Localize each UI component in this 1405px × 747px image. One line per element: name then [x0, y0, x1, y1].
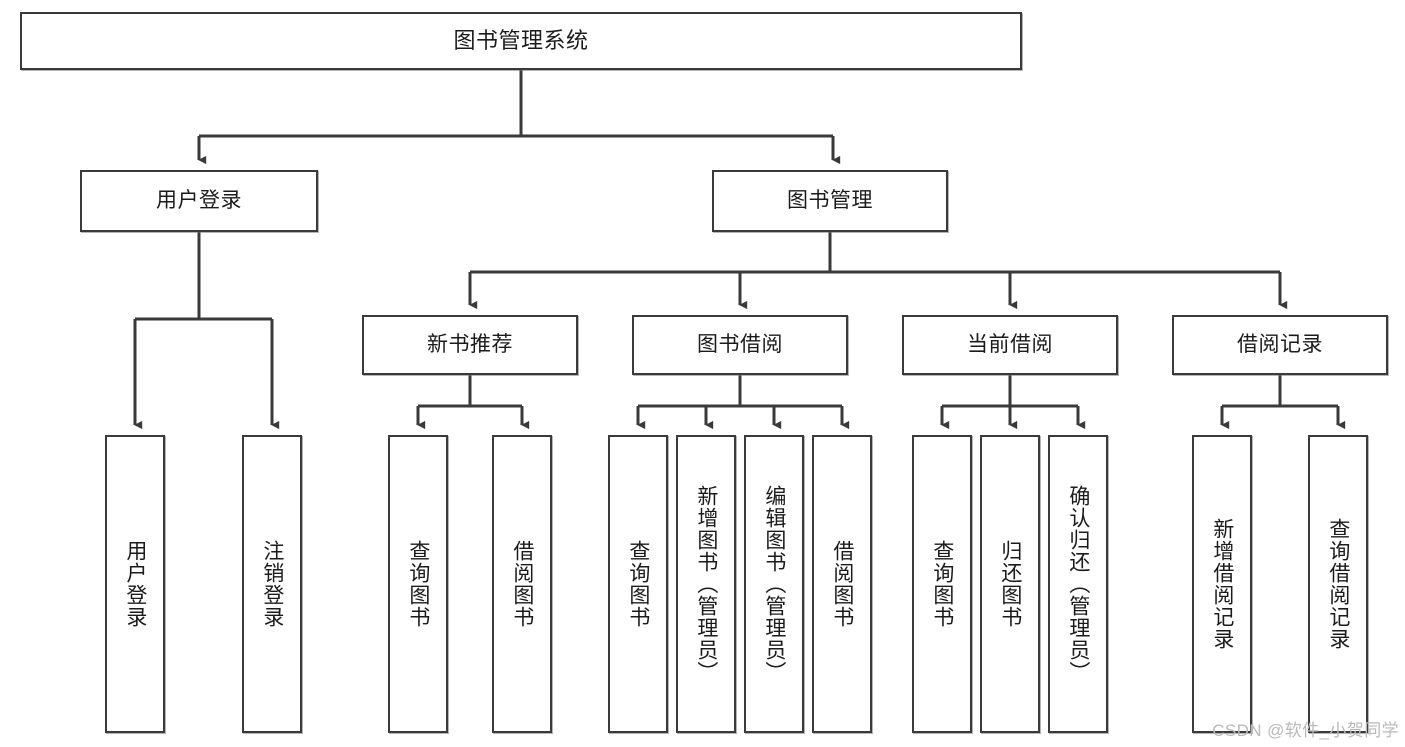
leaf-user-login-signin[interactable]: 用户登录 — [105, 435, 165, 733]
node-label: 新增图书（管理员） — [694, 485, 718, 683]
node-book-management[interactable]: 图书管理 — [712, 170, 948, 232]
node-label: 借阅图书 — [510, 540, 534, 628]
node-label: 确认归还（管理员） — [1066, 485, 1090, 683]
node-root-system[interactable]: 图书管理系统 — [20, 12, 1022, 70]
node-current-borrow[interactable]: 当前借阅 — [902, 315, 1118, 375]
node-label: 归还图书 — [998, 540, 1022, 628]
leaf-borrow-query-book[interactable]: 查询图书 — [608, 435, 668, 733]
node-label: 新增借阅记录 — [1210, 518, 1234, 650]
node-label: 查询图书 — [406, 540, 430, 628]
leaf-borrow-edit-book-admin[interactable]: 编辑图书（管理员） — [744, 435, 804, 733]
node-label: 用户登录 — [156, 189, 242, 213]
node-label: 图书管理系统 — [453, 27, 589, 53]
node-book-borrow[interactable]: 图书借阅 — [632, 315, 848, 375]
node-label: 用户登录 — [123, 540, 147, 628]
leaf-new-book-query[interactable]: 查询图书 — [388, 435, 448, 733]
leaf-record-add-record[interactable]: 新增借阅记录 — [1192, 435, 1252, 733]
leaf-current-confirm-return-admin[interactable]: 确认归还（管理员） — [1048, 435, 1108, 733]
leaf-record-query-record[interactable]: 查询借阅记录 — [1308, 435, 1368, 733]
node-label: 图书借阅 — [697, 333, 783, 357]
leaf-current-query-book[interactable]: 查询图书 — [912, 435, 972, 733]
node-user-login[interactable]: 用户登录 — [80, 170, 318, 232]
csdn-watermark: CSDN @软件_小贺同学 — [1212, 721, 1399, 740]
node-label: 借阅图书 — [830, 540, 854, 628]
node-borrow-record[interactable]: 借阅记录 — [1172, 315, 1388, 375]
node-label: 借阅记录 — [1237, 333, 1323, 357]
leaf-borrow-borrow-book[interactable]: 借阅图书 — [812, 435, 872, 733]
node-label: 注销登录 — [260, 540, 284, 628]
node-label: 查询图书 — [626, 540, 650, 628]
node-label: 图书管理 — [787, 189, 873, 213]
leaf-user-login-signout[interactable]: 注销登录 — [242, 435, 302, 733]
node-new-book-recommend[interactable]: 新书推荐 — [362, 315, 578, 375]
node-label: 当前借阅 — [967, 333, 1053, 357]
node-label: 查询图书 — [930, 540, 954, 628]
leaf-borrow-add-book-admin[interactable]: 新增图书（管理员） — [676, 435, 736, 733]
leaf-current-return-book[interactable]: 归还图书 — [980, 435, 1040, 733]
leaf-new-book-borrow[interactable]: 借阅图书 — [492, 435, 552, 733]
node-label: 编辑图书（管理员） — [762, 485, 786, 683]
node-label: 查询借阅记录 — [1326, 518, 1350, 650]
node-label: 新书推荐 — [427, 333, 513, 357]
